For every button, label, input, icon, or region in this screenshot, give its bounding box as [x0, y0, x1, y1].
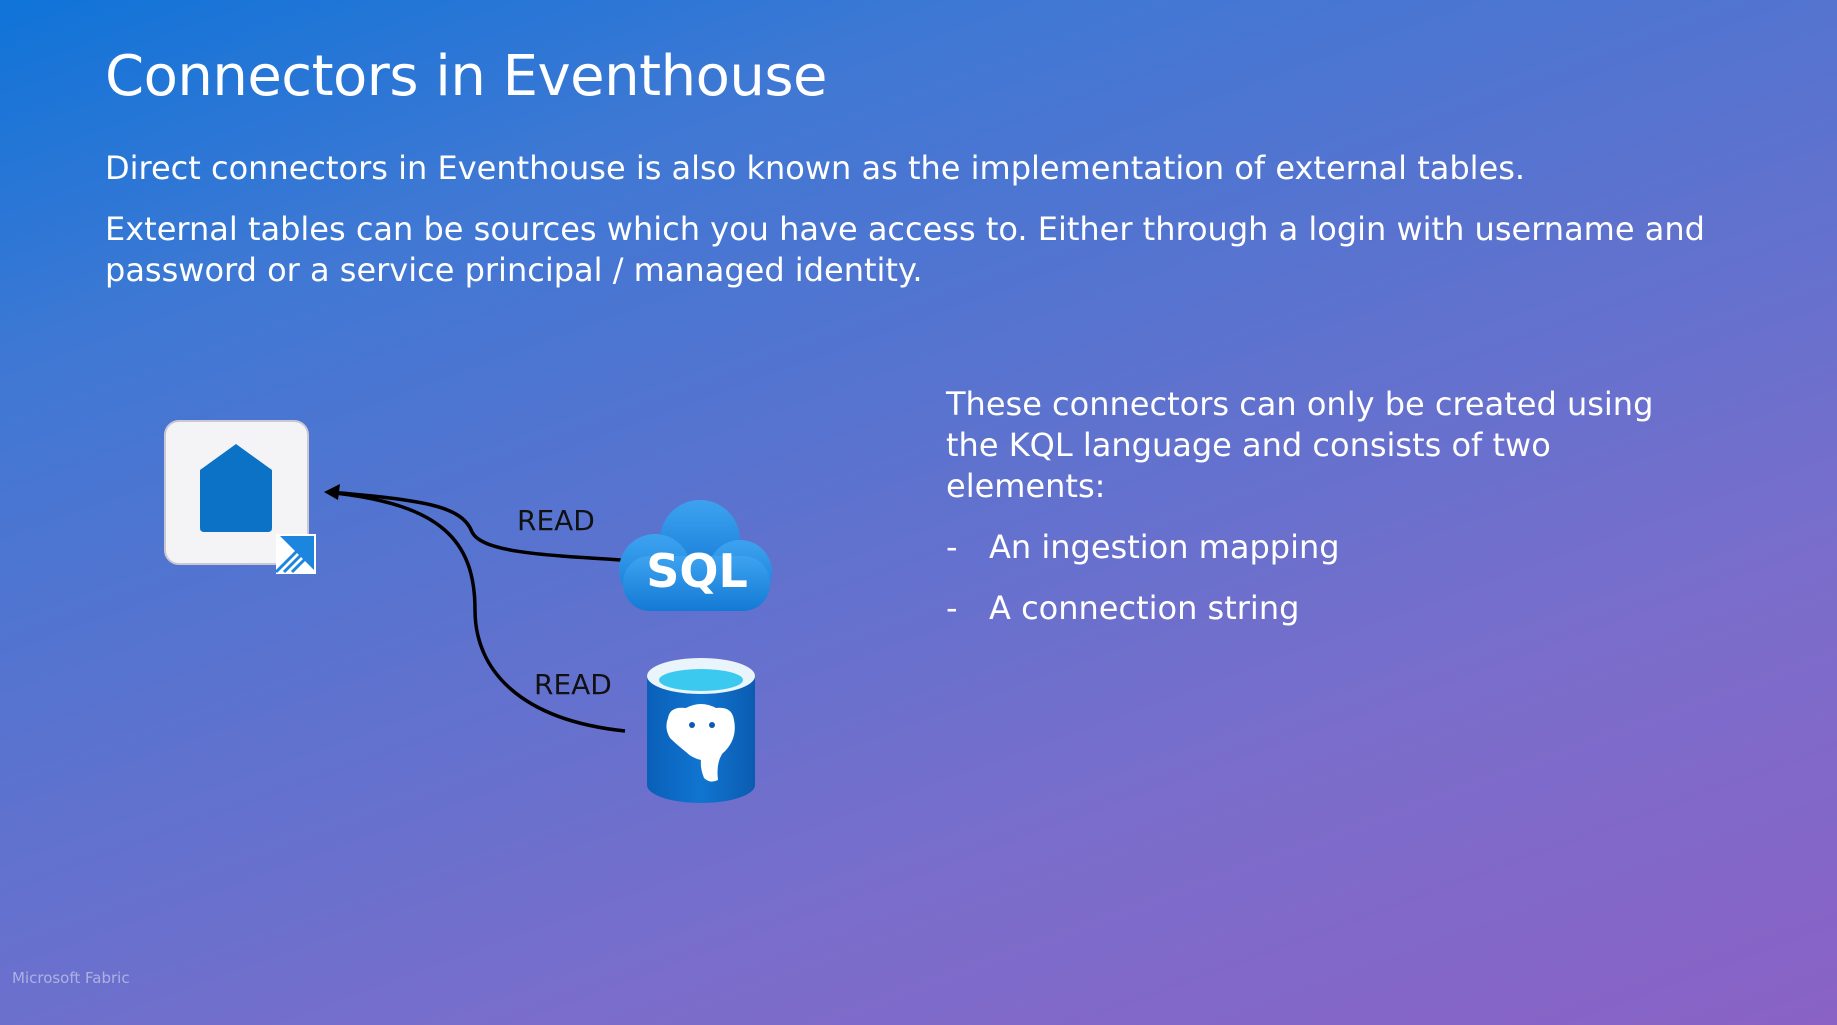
list-item: - A connection string — [946, 588, 1706, 629]
bullet-dash: - — [946, 589, 958, 627]
intro-paragraph: Direct connectors in Eventhouse is also … — [105, 149, 1526, 187]
requirements-intro: These connectors can only be created usi… — [946, 385, 1654, 505]
sql-cloud-icon: SQL — [619, 500, 772, 611]
bullet-text: An ingestion mapping — [989, 528, 1340, 566]
edge-label-read-postgres: READ — [534, 668, 612, 701]
postgresql-database-icon — [647, 658, 755, 803]
arrowhead — [324, 484, 340, 500]
edge-label-read-sql: READ — [517, 504, 595, 537]
sql-icon-text: SQL — [646, 544, 748, 598]
bullet-text: A connection string — [989, 589, 1300, 627]
eventhouse-icon — [164, 420, 316, 574]
external-tables-paragraph: External tables can be sources which you… — [105, 210, 1705, 289]
edge-postgres-to-eventhouse — [334, 491, 626, 733]
connector-requirements: These connectors can only be created usi… — [946, 384, 1706, 649]
bullet-dash: - — [946, 528, 958, 566]
slide-title: Connectors in Eventhouse — [105, 44, 827, 109]
edge-sql-to-eventhouse — [329, 490, 623, 562]
list-item: - An ingestion mapping — [946, 527, 1706, 568]
footer-brand: Microsoft Fabric — [12, 969, 130, 987]
